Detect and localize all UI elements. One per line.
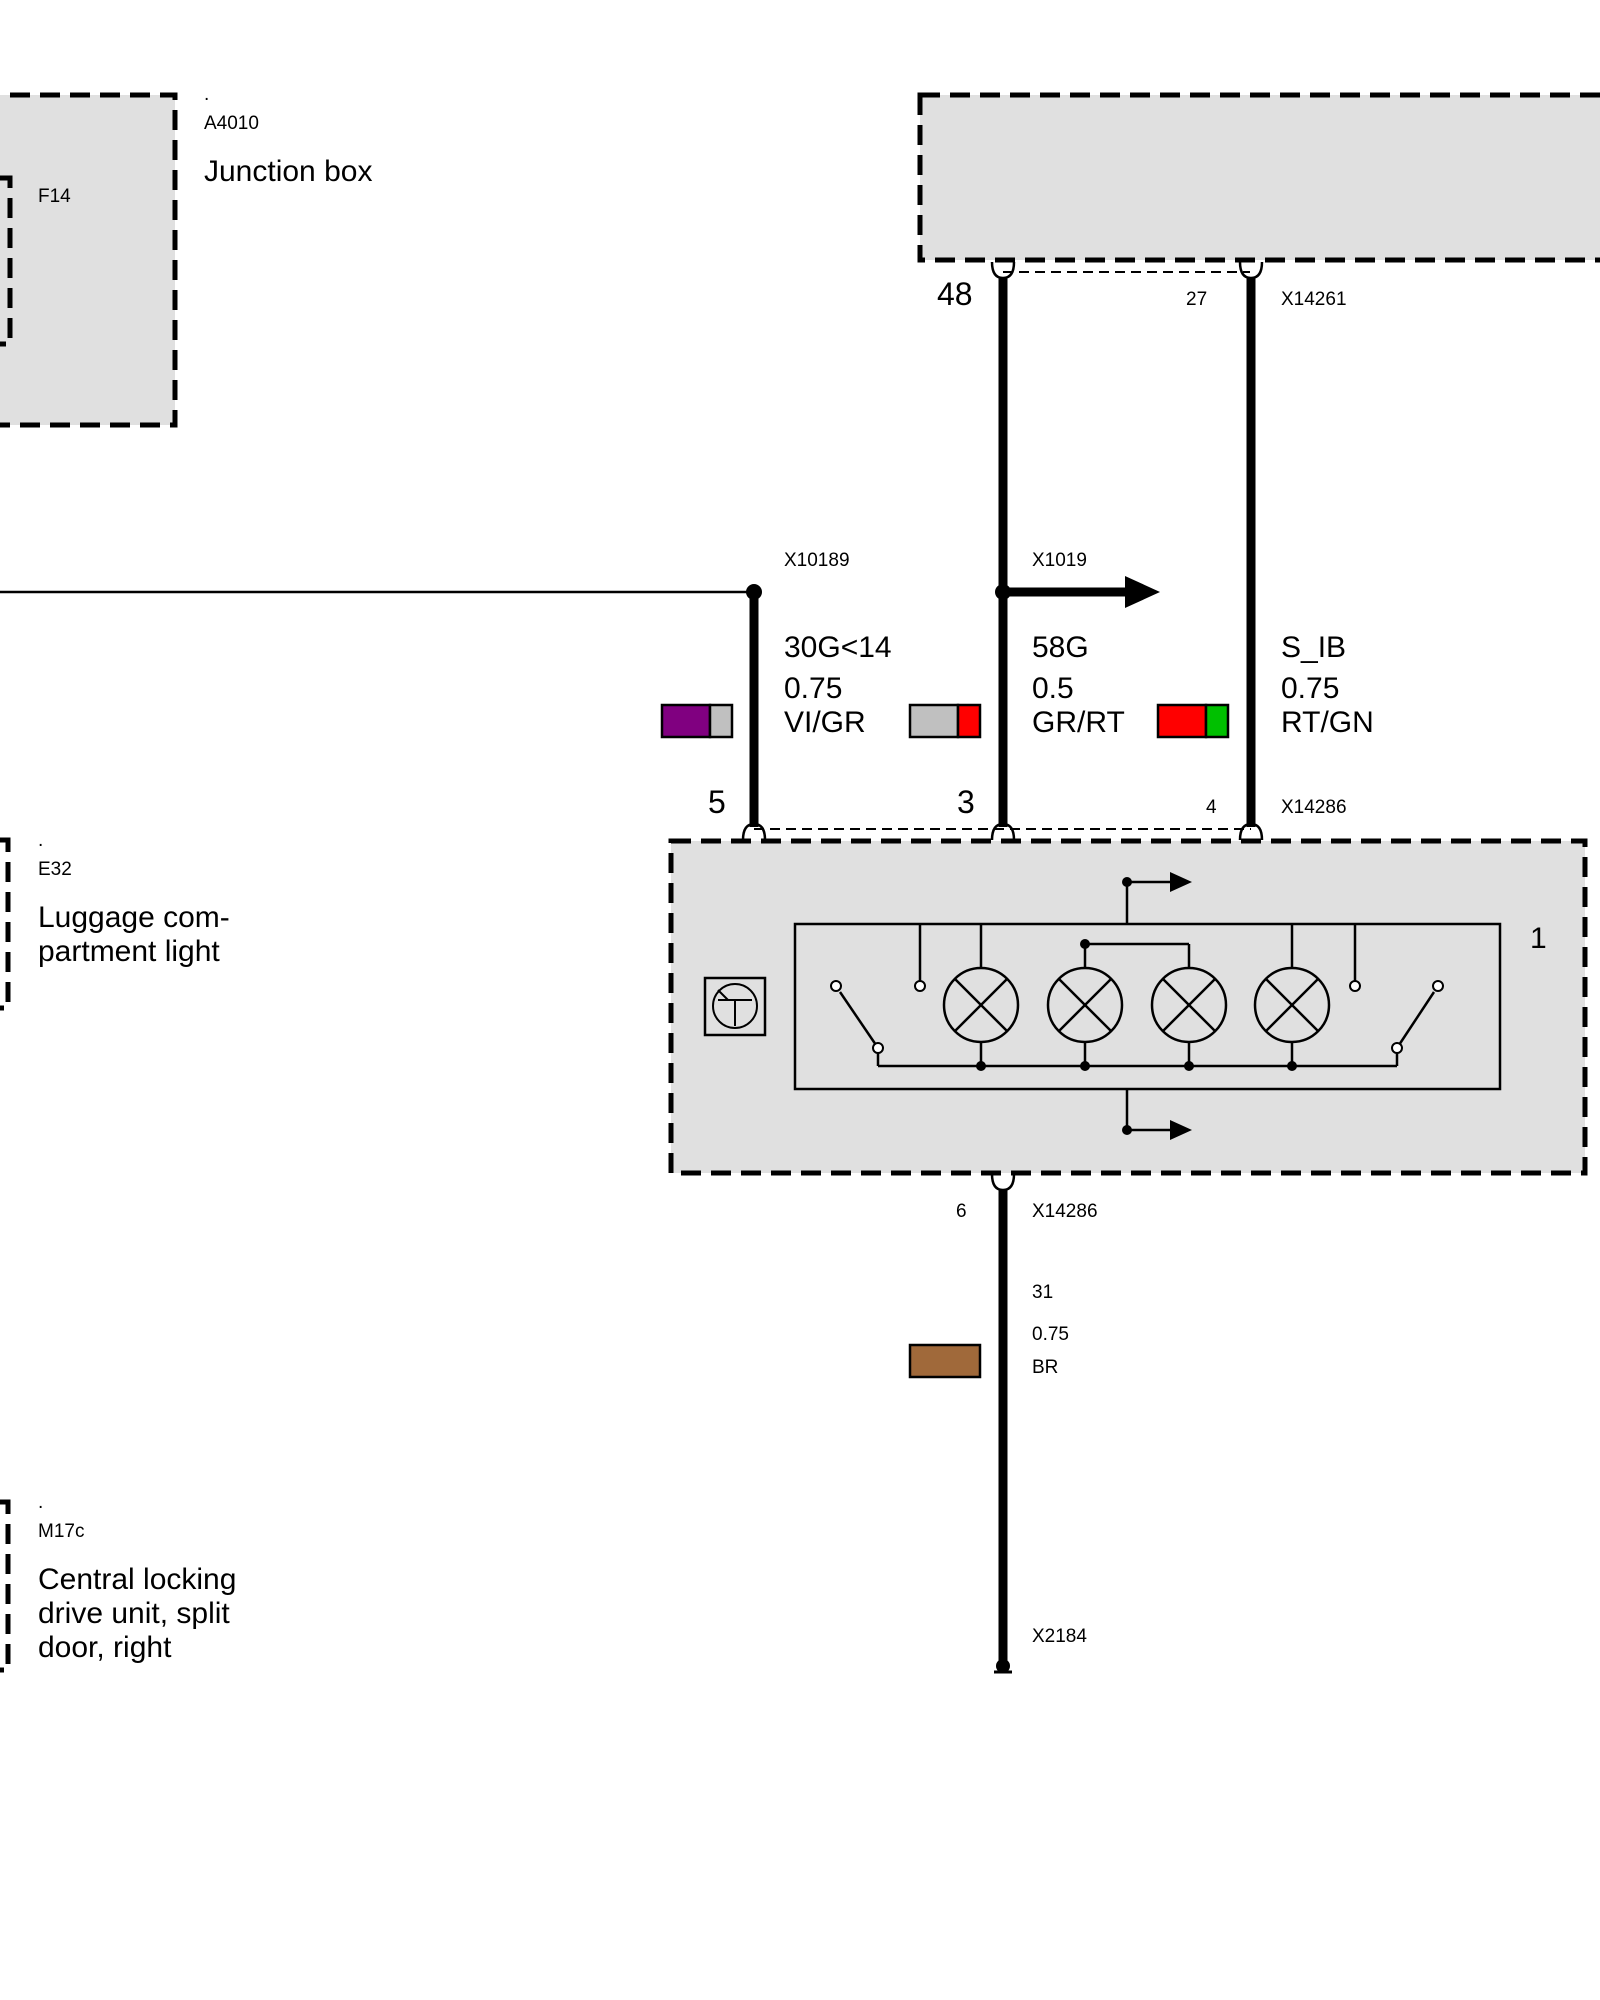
continuation-arrow-icon [1125,576,1160,608]
lamp-4-icon [1253,924,1331,1071]
m17c-name-line2: drive unit, split [38,1597,230,1630]
pin-5-label: 5 [708,784,726,820]
terminal-6 [990,1173,1016,1192]
wire-30g-swatch-primary [660,703,712,739]
wire-s-ib-color: RT/GN [1281,706,1374,739]
wire-s-ib-swatch-primary [1156,703,1208,739]
fuse-f14-outline [0,175,13,347]
switch-contact-left-outer [830,980,842,992]
junction-box-name: Junction box [204,155,372,188]
m17c-dot: . [38,1492,43,1513]
lamp-1-icon [942,924,1020,1071]
wire-31-size: 0.75 [1032,1324,1069,1345]
lamp-3-icon [1150,944,1228,1071]
m17c-left-outline [0,1499,11,1673]
ground-x2184-label: X2184 [1032,1626,1087,1647]
pin-4-label: 4 [1206,797,1217,818]
pin-48-label: 48 [937,276,973,312]
m17c-ref: M17c [38,1521,84,1542]
wire-58g-swatch-primary [908,703,960,739]
terminal-48-top [990,261,1016,280]
switch-contact-right-outer [1432,980,1444,992]
luggage-light-unit: 1 [668,838,1588,1176]
splice-x10189-label: X10189 [784,550,850,571]
wire-58g-signal: 58G [1032,631,1089,664]
wire-label-31: 31 0.75 BR [908,1282,1069,1379]
splice-x1019-label: X1019 [1032,550,1087,571]
output-arrow-top-icon [1170,872,1192,892]
e32-ref: E32 [38,859,72,880]
ground-point-x2184 [996,1659,1010,1673]
terminal-5 [741,822,767,841]
luggage-light-pin-count: 1 [1530,922,1547,955]
pin-27-label: 27 [1186,289,1207,310]
wire-s-ib-signal: S_IB [1281,631,1346,664]
junction-box-dot: . [204,84,209,105]
wire-31-color: BR [1032,1357,1058,1378]
switch-contact-left-upper [914,980,926,992]
e32-name-line2: partment light [38,935,220,968]
lamp-frame [793,922,1502,1091]
wire-30g-size: 0.75 [784,672,842,705]
pin-6-label: 6 [956,1201,967,1222]
wire-label-30g: 30G<14 0.75 VI/GR [660,631,892,739]
wire-s-ib-size: 0.75 [1281,672,1339,705]
switch-lever-right [1397,991,1436,1046]
junction-box-outline [0,92,178,428]
wire-label-s-ib: S_IB 0.75 RT/GN [1156,631,1374,739]
m17c-name-line1: Central locking [38,1563,236,1596]
splice-x10189 [746,584,762,600]
m17c-name-line3: door, right [38,1631,172,1664]
control-unit-box [917,92,1600,263]
connector-x14286-top-label: X14286 [1281,797,1347,818]
junction-box-a4010: F14 . A4010 Junction box [0,84,372,428]
wire-30g-swatch-stripe [708,703,734,739]
lamp-2-icon [1046,944,1124,1071]
wire-58g-size: 0.5 [1032,672,1074,705]
e32-dot: . [38,830,43,851]
wire-30g-signal: 30G<14 [784,631,892,664]
output-arrow-bottom-icon [1170,1120,1192,1140]
luggage-light-label: . E32 Luggage com- partment light [0,830,230,1011]
wire-58g-color: GR/RT [1032,706,1125,739]
fuse-f14-label: F14 [38,186,71,207]
wire-58g-swatch-stripe [956,703,982,739]
terminal-3 [990,822,1016,841]
wire-30g-color: VI/GR [784,706,866,739]
e32-name-line1: Luggage com- [38,901,230,934]
pin-3-label: 3 [957,784,975,820]
terminal-4 [1238,822,1264,841]
wire-31-swatch [908,1343,982,1379]
transistor-icon [712,983,758,1029]
switch-contact-right-upper [1349,980,1361,992]
transistor-box [703,976,767,1037]
wire-31-signal: 31 [1032,1282,1053,1303]
terminal-27-top [1238,261,1264,280]
connector-x14286-bottom-label: X14286 [1032,1201,1098,1222]
connector-x14261-label: X14261 [1281,289,1347,310]
wire-label-58g: 58G 0.5 GR/RT [908,631,1125,739]
central-locking-label: . M17c Central locking drive unit, split… [0,1492,236,1673]
e32-left-outline [0,837,11,1011]
switch-lever-left [838,991,878,1046]
wire-s-ib-swatch-stripe [1204,703,1230,739]
junction-box-ref: A4010 [204,113,259,134]
